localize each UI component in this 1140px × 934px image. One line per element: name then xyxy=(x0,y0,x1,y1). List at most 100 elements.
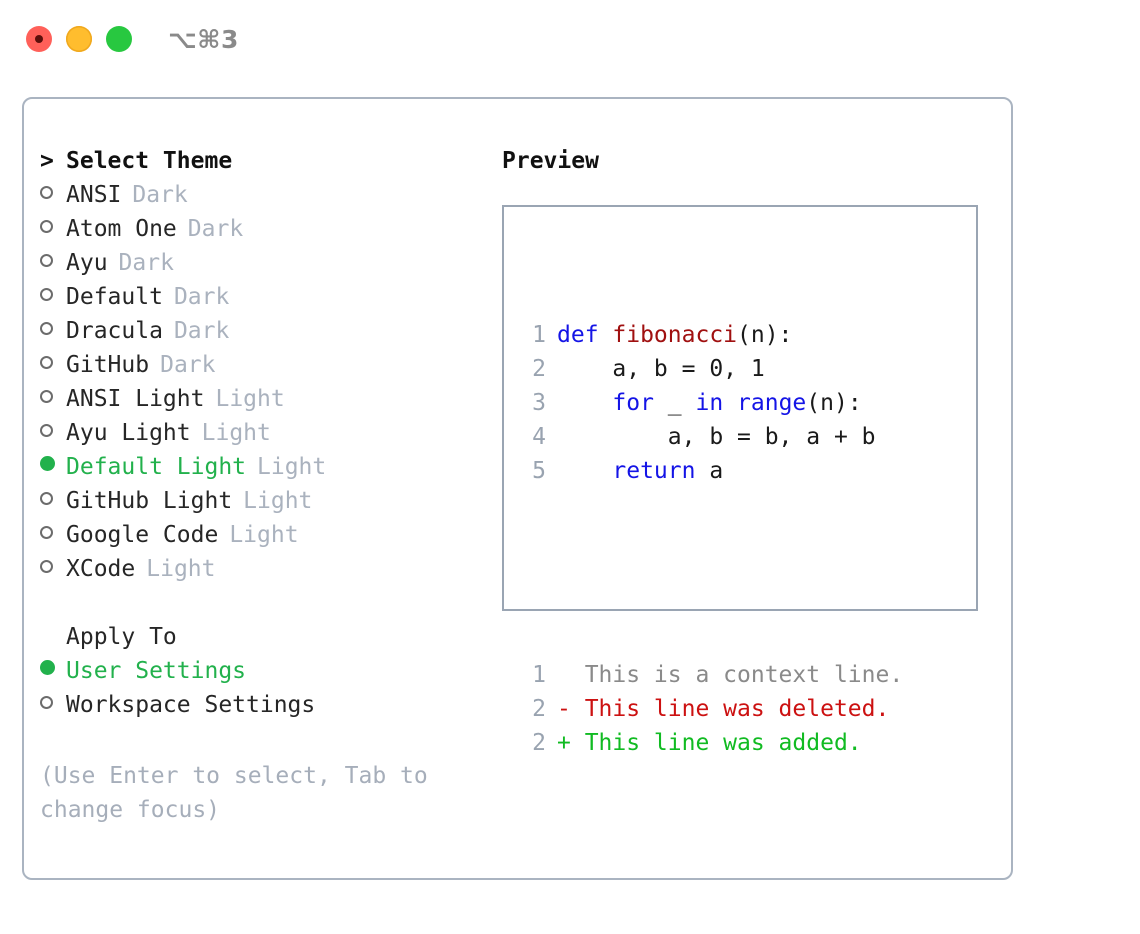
radio-mark xyxy=(40,288,53,301)
diff-lines: 1 This is a context line. 2- This line wa… xyxy=(516,658,903,760)
code-token xyxy=(557,390,612,416)
radio-mark xyxy=(40,526,53,539)
minimize-button[interactable] xyxy=(66,26,92,52)
radio-mark xyxy=(40,660,55,675)
line-number: 2 xyxy=(532,696,546,722)
radio-unselected-icon[interactable] xyxy=(40,390,66,403)
maximize-button[interactable] xyxy=(106,26,132,52)
theme-variant-tag: Dark xyxy=(187,216,244,242)
theme-variant-tag: Light xyxy=(201,420,271,446)
line-number: 2 xyxy=(532,356,546,382)
theme-label: ANSI Light xyxy=(66,386,205,412)
theme-variant-tag: Dark xyxy=(173,284,230,310)
apply-to-item[interactable]: Workspace Settings xyxy=(40,692,500,726)
radio-mark xyxy=(40,560,53,573)
theme-item[interactable]: Google Code Light xyxy=(40,522,500,556)
theme-label: GitHub xyxy=(66,352,150,378)
code-token: (n): xyxy=(806,390,862,416)
radio-unselected-icon[interactable] xyxy=(40,322,66,335)
radio-unselected-icon[interactable] xyxy=(40,526,66,539)
theme-label: Dracula xyxy=(66,318,163,344)
radio-mark xyxy=(40,390,53,403)
code-token: range xyxy=(737,390,807,416)
radio-unselected-icon[interactable] xyxy=(40,288,66,301)
radio-unselected-icon[interactable] xyxy=(40,424,66,437)
radio-mark xyxy=(40,220,53,233)
radio-mark xyxy=(40,356,53,369)
code-token: for xyxy=(612,390,654,416)
theme-item[interactable]: GitHub Dark xyxy=(40,352,500,386)
code-line: 5 return a xyxy=(516,454,903,488)
code-token: fibonacci xyxy=(612,322,738,348)
close-button[interactable] xyxy=(26,26,52,52)
radio-unselected-icon[interactable] xyxy=(40,696,66,709)
theme-item[interactable]: Atom One Dark xyxy=(40,216,500,250)
theme-label: XCode xyxy=(66,556,136,582)
code-token: a, b = 0, 1 xyxy=(557,356,765,382)
radio-selected-icon[interactable] xyxy=(40,456,66,471)
theme-variant-tag: Light xyxy=(146,556,216,582)
apply-to-label: User Settings xyxy=(66,658,247,684)
line-number: 1 xyxy=(532,322,546,348)
apply-to-header: Apply To xyxy=(40,624,500,658)
theme-variant-tag: Dark xyxy=(132,182,188,208)
line-number: 2 xyxy=(532,730,546,756)
apply-to-item[interactable]: User Settings xyxy=(40,658,500,692)
theme-variant-tag: Light xyxy=(257,454,327,480)
line-number: 1 xyxy=(532,662,546,688)
code-line-content: a, b = b, a + b xyxy=(557,420,876,454)
theme-variant-tag: Light xyxy=(215,386,285,412)
theme-variant-tag: Dark xyxy=(160,352,216,378)
theme-item[interactable]: Default Dark xyxy=(40,284,500,318)
theme-variant-tag: Dark xyxy=(173,318,230,344)
theme-label: Google Code xyxy=(66,522,219,548)
diff-line: 2 + This line was added. xyxy=(516,726,903,760)
select-theme-header: > Select Theme xyxy=(40,148,500,182)
theme-item[interactable]: XCode Light xyxy=(40,556,500,590)
radio-unselected-icon[interactable] xyxy=(40,220,66,233)
code-line: 2 a, b = 0, 1 xyxy=(516,352,903,386)
list-spacer xyxy=(40,590,500,624)
code-token: return xyxy=(612,458,696,484)
keyboard-shortcut-label: ⌥⌘3 xyxy=(168,24,239,54)
radio-unselected-icon[interactable] xyxy=(40,492,66,505)
theme-label: Atom One xyxy=(66,216,177,242)
line-number: 3 xyxy=(532,390,546,416)
code-blank-line xyxy=(516,556,903,590)
apply-to-title: Apply To xyxy=(66,624,177,650)
select-theme-title: Select Theme xyxy=(66,148,233,174)
code-line-content: def fibonacci(n): xyxy=(557,318,792,352)
theme-variant-tag: Dark xyxy=(118,250,174,276)
code-line-content: a, b = 0, 1 xyxy=(557,352,765,386)
diff-line-content: + This line was added. xyxy=(557,730,862,756)
theme-variant-tag: Light xyxy=(229,522,299,548)
radio-mark xyxy=(40,322,53,335)
radio-unselected-icon[interactable] xyxy=(40,254,66,267)
theme-item[interactable]: ANSI Light Light xyxy=(40,386,500,420)
diff-line: 2- This line was deleted. xyxy=(516,692,903,726)
code-token: in xyxy=(695,390,724,416)
code-token: a xyxy=(695,458,724,484)
theme-label: Default xyxy=(66,284,163,310)
preview-title: Preview xyxy=(502,148,599,174)
caret-icon: > xyxy=(40,148,54,174)
radio-unselected-icon[interactable] xyxy=(40,356,66,369)
radio-unselected-icon[interactable] xyxy=(40,560,66,573)
radio-unselected-icon[interactable] xyxy=(40,186,66,199)
radio-selected-icon[interactable] xyxy=(40,660,66,675)
theme-item[interactable]: Dracula Dark xyxy=(40,318,500,352)
code-token xyxy=(557,458,612,484)
diff-line-content: This is a context line. xyxy=(557,662,904,688)
title-bar: ⌥⌘3 xyxy=(0,0,1140,78)
